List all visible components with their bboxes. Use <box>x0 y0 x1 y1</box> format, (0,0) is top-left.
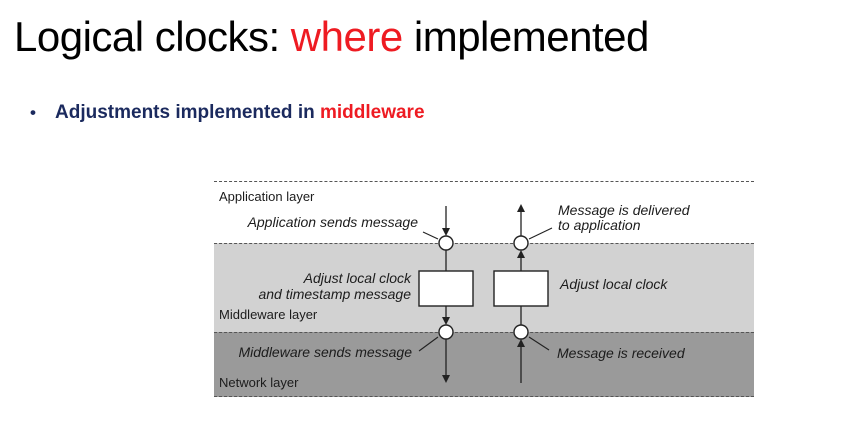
bullet-marker: • <box>30 103 36 122</box>
bullet-item: • Adjustments implemented in middleware <box>30 101 425 125</box>
message-delivered-label: Message is delivered to application <box>558 203 690 233</box>
message-delivered-line2: to application <box>558 217 641 233</box>
clock-adjust-box <box>493 270 549 307</box>
received-pointer-line <box>528 336 550 351</box>
adjust-clock-timestamp-label: Adjust local clock and timestamp message <box>223 270 411 302</box>
bullet-text-highlight: middleware <box>319 102 425 123</box>
title-text-1: Logical clocks: <box>14 13 291 60</box>
message-flow-graphics <box>418 204 553 383</box>
up-arrowhead-icon <box>517 204 525 212</box>
application-layer-band <box>214 181 754 243</box>
middleware-sends-message-label: Middleware sends message <box>238 344 412 360</box>
down-arrowhead-icon <box>442 228 450 236</box>
timestamp-adjust-box <box>418 270 474 307</box>
receive-interception-point-bottom <box>513 324 529 340</box>
label-pointer-lines <box>418 227 553 352</box>
adjust-clock-timestamp-line1: Adjust local clock <box>303 270 411 286</box>
delivered-pointer-line <box>528 227 553 240</box>
mw-sends-pointer-line <box>418 336 439 352</box>
network-layer-label: Network layer <box>219 375 299 390</box>
title-highlight: where <box>290 13 403 60</box>
app-sends-pointer-line <box>422 231 439 240</box>
adjust-local-clock-label: Adjust local clock <box>560 276 668 292</box>
message-received-label: Message is received <box>557 345 685 361</box>
application-layer-label: Application layer <box>219 189 315 204</box>
send-interception-point-top <box>438 235 454 251</box>
down-arrowhead-icon <box>442 317 450 325</box>
down-arrowhead-icon <box>442 375 450 383</box>
page-title: Logical clocks: where implemented <box>14 12 649 62</box>
middleware-layer-band <box>214 243 754 332</box>
message-delivered-line1: Message is delivered <box>558 202 690 218</box>
title-text-2: implemented <box>402 13 649 60</box>
up-arrowhead-icon <box>517 339 525 347</box>
send-interception-point-bottom <box>438 324 454 340</box>
up-arrowhead-icon <box>517 250 525 258</box>
app-sends-message-label: Application sends message <box>247 214 418 230</box>
receive-message-flow <box>493 204 549 383</box>
layers-diagram: Application layer Application sends mess… <box>214 181 754 397</box>
bullet-text: Adjustments implemented in middleware <box>55 101 425 125</box>
diagram-bottom-border <box>214 396 754 397</box>
receive-interception-point-top <box>513 235 529 251</box>
adjust-clock-timestamp-line2: and timestamp message <box>258 286 411 302</box>
network-layer-band <box>214 332 754 397</box>
middleware-layer-label: Middleware layer <box>219 307 318 322</box>
bullet-text-main: Adjustments implemented in <box>55 102 320 123</box>
send-message-flow <box>418 206 474 383</box>
